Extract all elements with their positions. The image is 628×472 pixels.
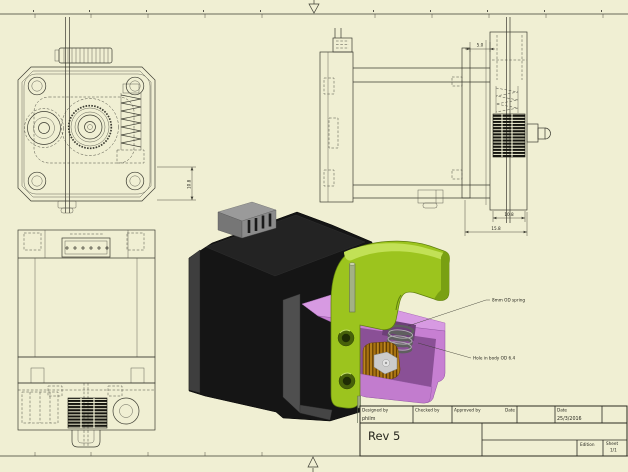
revision-text: Rev 5 [368,429,400,443]
dim-text-body-inner: 10.8 [504,212,514,217]
rear-view [17,229,156,448]
drive-gear [61,98,119,156]
dimension-body-outer: 15.8 [464,200,528,236]
side-view: 5.0 10.8 15.8 [319,17,551,236]
spring-3d [386,324,415,354]
callout-spring-text: 8mm OD spring [492,298,525,303]
approved-by-label: Approved by [454,408,481,413]
center-mark-bottom-icon [307,456,319,472]
tension-rod [349,262,356,313]
bearing-rear [112,397,140,425]
drive-gear-section [492,113,526,158]
extruder-block-rear [17,382,156,431]
drive-gear-hatched-rear [67,397,108,429]
checked-by-label: Checked by [415,408,440,413]
iso-render [188,201,450,423]
idler-bearing [24,108,64,148]
corner-screws [27,76,145,191]
extruder-plate-outline [17,66,156,202]
filament-guide-bottom [57,200,77,214]
dim-text-body-outer: 15.8 [491,226,501,231]
dim-text-front-height: 10.8 [187,179,192,189]
filament-rod-lines [65,17,70,213]
motor-rear-outline [17,229,156,358]
motor-back-plate [188,249,201,394]
ruler-digit-marks [33,10,602,12]
mount-plate-edge [461,47,471,199]
motor-front-plate [282,293,301,414]
extruder-body-section [489,31,528,211]
dim-text-side-offset: 5.0 [477,43,484,48]
mount-flange-rear [17,356,156,384]
motor-connector [217,201,277,239]
frame-ruler-ticks [33,10,604,456]
dimension-body-inner: 10.8 [492,211,526,222]
filament-guide-rear [71,430,101,448]
callout-hole-text: Hole in body OD 6.4 [473,356,515,361]
dimension-front-height: 10.8 [157,166,196,201]
sheet-number: 1/1 [610,448,617,453]
dimension-side-offset: 5.0 [465,42,495,52]
shaft-boss-side [417,189,444,209]
designer-name: philm [362,416,376,422]
bearing-boss-section [526,123,551,143]
designed-by-label: Designed by [362,408,389,413]
gear-housing-hidden [33,96,135,164]
motor-flange-column [319,51,354,203]
center-mark-top-icon [308,0,320,14]
title-block: Designed by philm Checked by Approved by… [359,405,628,457]
approved-date-label: Date [505,408,515,413]
connector-side [332,28,353,53]
lever-bolt-hole-upper [337,329,355,347]
tension-spring-front [116,83,145,164]
motor-outline-behind [23,73,151,195]
date-value: 25/3/2016 [557,416,582,422]
idler-lever [330,240,450,409]
spring-section [495,86,519,113]
motor-body-side-lines [353,67,490,199]
brass-drive-gear [362,341,401,381]
front-view: 10.8 [17,17,196,214]
connector-rear [61,233,111,258]
sheet-label: Sheet [606,441,618,446]
date-label: Date [557,408,567,413]
edition-label: Edition [580,442,595,447]
callouts: 8mm OD spring Hole in body OD 6.4 [407,298,525,361]
connector-pin-slots [247,213,272,233]
tension-knob [54,47,113,64]
lever-bolt-hole-lower [338,372,356,390]
